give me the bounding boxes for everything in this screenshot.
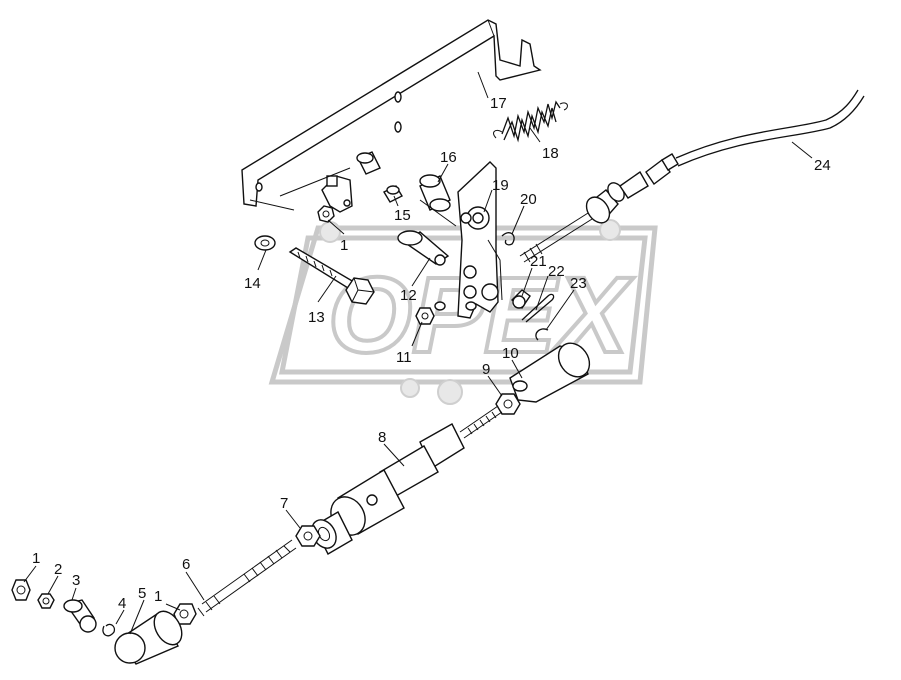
callout-17: 17 bbox=[490, 95, 507, 112]
washer-small bbox=[434, 301, 446, 311]
callout-4: 4 bbox=[118, 595, 126, 612]
callout-21: 21 bbox=[530, 253, 547, 270]
callout-22: 22 bbox=[548, 263, 565, 280]
callout-23: 23 bbox=[570, 275, 587, 292]
nut-part-9 bbox=[495, 393, 521, 415]
sleeve-part-8 bbox=[311, 423, 465, 555]
spring-part-18 bbox=[493, 100, 568, 143]
callout-18: 18 bbox=[542, 145, 559, 162]
bracket-part-17 bbox=[241, 19, 542, 207]
callout-19: 19 bbox=[492, 177, 509, 194]
callout-1-mid: 1 bbox=[154, 588, 162, 605]
rod-part-6 bbox=[197, 539, 297, 617]
cotter-part-22 bbox=[521, 293, 555, 323]
nut-part-11 bbox=[415, 307, 435, 325]
bolt-part-3 bbox=[63, 599, 97, 633]
clevis-part-10 bbox=[509, 342, 591, 403]
callout-10: 10 bbox=[502, 345, 519, 362]
callout-1-upper: 1 bbox=[340, 237, 348, 254]
callout-13: 13 bbox=[308, 309, 325, 326]
callout-5: 5 bbox=[138, 585, 146, 602]
bolt-part-13 bbox=[254, 235, 375, 305]
callout-15: 15 bbox=[394, 207, 411, 224]
lever-clip bbox=[321, 175, 353, 213]
cable-part-24 bbox=[519, 89, 865, 263]
knob-part-5 bbox=[114, 610, 183, 665]
callout-3: 3 bbox=[72, 572, 80, 589]
leader-lines bbox=[23, 71, 813, 635]
nut-part-7 bbox=[295, 525, 321, 547]
pin-part-15 bbox=[356, 151, 403, 203]
callout-14: 14 bbox=[244, 275, 261, 292]
callout-9: 9 bbox=[482, 361, 490, 378]
callout-8: 8 bbox=[378, 429, 386, 446]
callout-6: 6 bbox=[182, 556, 190, 573]
callout-24: 24 bbox=[814, 157, 831, 174]
callout-16: 16 bbox=[440, 149, 457, 166]
washer-part-14 bbox=[254, 235, 276, 251]
pin-part-12 bbox=[397, 230, 450, 266]
ring-part-4 bbox=[102, 623, 116, 637]
callout-2: 2 bbox=[54, 561, 62, 578]
nut-part-2 bbox=[37, 593, 55, 609]
callout-20: 20 bbox=[520, 191, 537, 208]
threaded-rod-upper bbox=[459, 405, 503, 439]
tube-part-16 bbox=[419, 174, 451, 212]
nut-part-1-upper bbox=[317, 205, 335, 223]
clip-part-20 bbox=[501, 232, 515, 246]
pin-part-21 bbox=[510, 289, 531, 310]
callout-12: 12 bbox=[400, 287, 417, 304]
callout-7: 7 bbox=[280, 495, 288, 512]
callout-labels: 1 1 1 2 3 4 5 6 7 8 9 10 11 12 13 14 15 … bbox=[32, 95, 831, 612]
callout-11: 11 bbox=[396, 349, 412, 366]
nut-part-1-lower bbox=[11, 579, 31, 601]
callout-1-lower: 1 bbox=[32, 550, 40, 567]
